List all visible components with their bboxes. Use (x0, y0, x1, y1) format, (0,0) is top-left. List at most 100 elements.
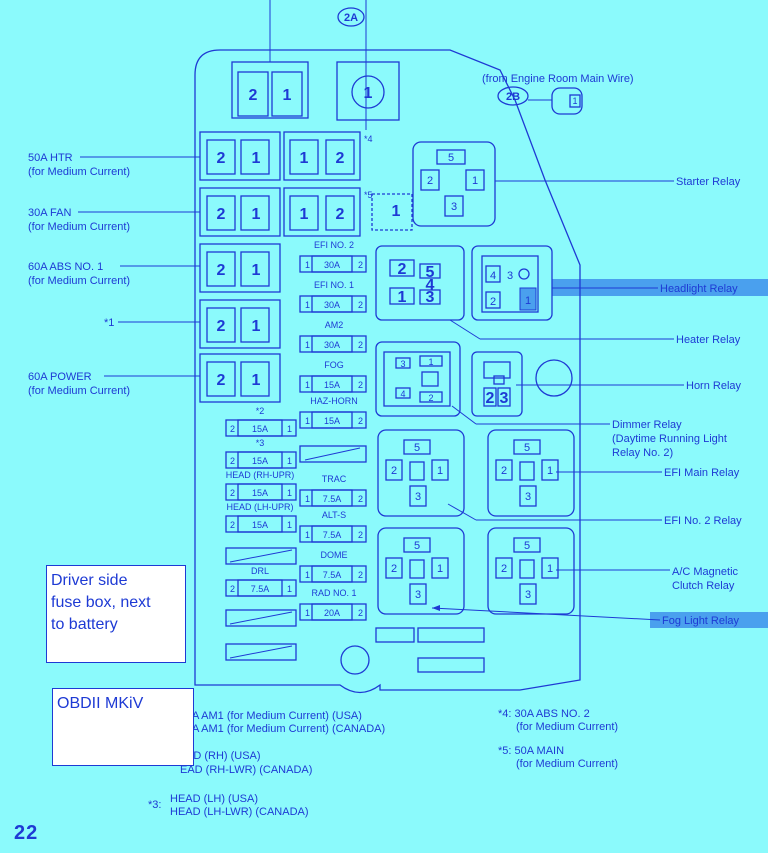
svg-text:1: 1 (472, 175, 478, 187)
svg-text:2: 2 (428, 393, 433, 403)
svg-text:1: 1 (300, 150, 309, 167)
svg-text:1: 1 (547, 563, 553, 575)
dimmer-relay: 3 1 4 2 (375, 341, 461, 417)
svg-text:3: 3 (500, 390, 509, 407)
label-htr-sub: (for Medium Current) (28, 166, 130, 178)
footnote-5a: *5: 50A MAIN (498, 745, 564, 757)
svg-text:2: 2 (427, 175, 433, 187)
footnote-1a: A AM1 (for Medium Current) (USA) (192, 710, 362, 722)
note-line: fuse box, next (51, 594, 151, 611)
label-headlight-relay: Headlight Relay (660, 283, 738, 295)
label-starter-relay: Starter Relay (676, 176, 741, 188)
svg-text:1: 1 (252, 262, 261, 279)
fuse-amp: 7.5A (323, 530, 342, 540)
svg-text:1: 1 (252, 318, 261, 335)
svg-text:1: 1 (305, 494, 310, 504)
svg-text:3: 3 (525, 491, 531, 503)
starter-relay: 5 2 1 3 (412, 141, 496, 227)
footnote-2b: EAD (RH-LWR) (CANADA) (180, 764, 312, 776)
svg-text:3: 3 (426, 289, 435, 306)
connector-2a-label: 2A (344, 12, 358, 24)
page-number: 22 (14, 822, 39, 844)
svg-text:4: 4 (400, 389, 405, 399)
label-heater-relay: Heater Relay (676, 334, 741, 346)
svg-text:1: 1 (305, 340, 310, 350)
headlight-relay-highlight (552, 279, 768, 296)
svg-text:1: 1 (287, 520, 292, 530)
note-line: Driver side (51, 572, 128, 589)
svg-text:3: 3 (525, 589, 531, 601)
label-fan: 30A FAN (28, 207, 71, 219)
svg-text:1: 1 (252, 372, 261, 389)
driver-side-note: Driver side fuse box, next to battery (46, 565, 186, 663)
fuse-name: FOG (324, 360, 344, 370)
fuse-name: RAD NO. 1 (311, 588, 356, 598)
label-dimmer-relay-sub2: Relay No. 2) (612, 447, 673, 459)
svg-text:1: 1 (287, 584, 292, 594)
heater-relay: 2 5 4 1 3 (375, 245, 465, 321)
svg-text:5: 5 (414, 442, 420, 454)
svg-text:2: 2 (358, 340, 363, 350)
label-star1: *1 (104, 317, 114, 329)
footnote-5b: (for Medium Current) (516, 758, 618, 770)
fuse-amp: 15A (324, 416, 340, 426)
label-power-sub: (for Medium Current) (28, 385, 130, 397)
svg-text:5: 5 (524, 540, 530, 552)
engine-room-connector-icon (551, 87, 583, 115)
label-efi-main-relay: EFI Main Relay (664, 467, 740, 479)
svg-text:2: 2 (501, 465, 507, 477)
fuse-amp: 7.5A (251, 584, 270, 594)
svg-text:2: 2 (230, 584, 235, 594)
footnotes: A AM1 (for Medium Current) (USA) A AM1 (… (148, 708, 618, 818)
obd-note: OBDII MKiV (52, 688, 194, 766)
fuse-amp: 15A (252, 520, 268, 530)
footnote-4b: (for Medium Current) (516, 721, 618, 733)
svg-text:1: 1 (305, 530, 310, 540)
svg-text:1: 1 (305, 300, 310, 310)
fuse-name: *3 (256, 438, 265, 448)
svg-text:2: 2 (486, 390, 495, 407)
svg-text:1: 1 (364, 85, 373, 102)
svg-text:2: 2 (358, 416, 363, 426)
label-htr: 50A HTR (28, 152, 73, 164)
svg-text:2: 2 (230, 488, 235, 498)
fuse-name: DOME (321, 550, 348, 560)
label-horn-relay: Horn Relay (686, 380, 742, 392)
connector-2a-badge (337, 7, 365, 27)
fuse-amp: 7.5A (323, 570, 342, 580)
connector-2b-badge (497, 86, 529, 106)
svg-text:2: 2 (217, 262, 226, 279)
svg-text:2: 2 (358, 380, 363, 390)
label-dimmer-relay-sub1: (Daytime Running Light (612, 433, 727, 445)
svg-text:2: 2 (336, 206, 345, 223)
footnote-4a: *4: 30A ABS NO. 2 (498, 708, 590, 720)
svg-text:1: 1 (392, 203, 401, 220)
fuse-amp: 15A (252, 488, 268, 498)
footnote-3b: HEAD (LH-LWR) (CANADA) (170, 806, 309, 818)
svg-text:4: 4 (490, 270, 496, 282)
svg-text:1: 1 (305, 570, 310, 580)
fuse-name: AM2 (325, 320, 344, 330)
efi-no2-relay: 5 2 1 3 (377, 429, 465, 517)
note-line: to battery (51, 616, 118, 633)
svg-text:2: 2 (358, 608, 363, 618)
svg-text:2: 2 (217, 372, 226, 389)
fuse-name: HEAD (LH-UPR) (226, 502, 293, 512)
svg-text:2: 2 (217, 150, 226, 167)
svg-text:2: 2 (230, 520, 235, 530)
svg-text:2: 2 (217, 206, 226, 223)
svg-text:2: 2 (391, 465, 397, 477)
svg-text:1: 1 (305, 416, 310, 426)
svg-text:1: 1 (428, 357, 433, 367)
svg-text:2: 2 (358, 260, 363, 270)
footnote-1b: A AM1 (for Medium Current) (CANADA) (192, 723, 385, 735)
svg-text:1: 1 (287, 488, 292, 498)
label-dimmer-relay: Dimmer Relay (612, 419, 682, 431)
svg-text:3: 3 (415, 589, 421, 601)
fuse-amp: 15A (324, 380, 340, 390)
svg-text:5: 5 (524, 442, 530, 454)
svg-text:2: 2 (358, 570, 363, 580)
